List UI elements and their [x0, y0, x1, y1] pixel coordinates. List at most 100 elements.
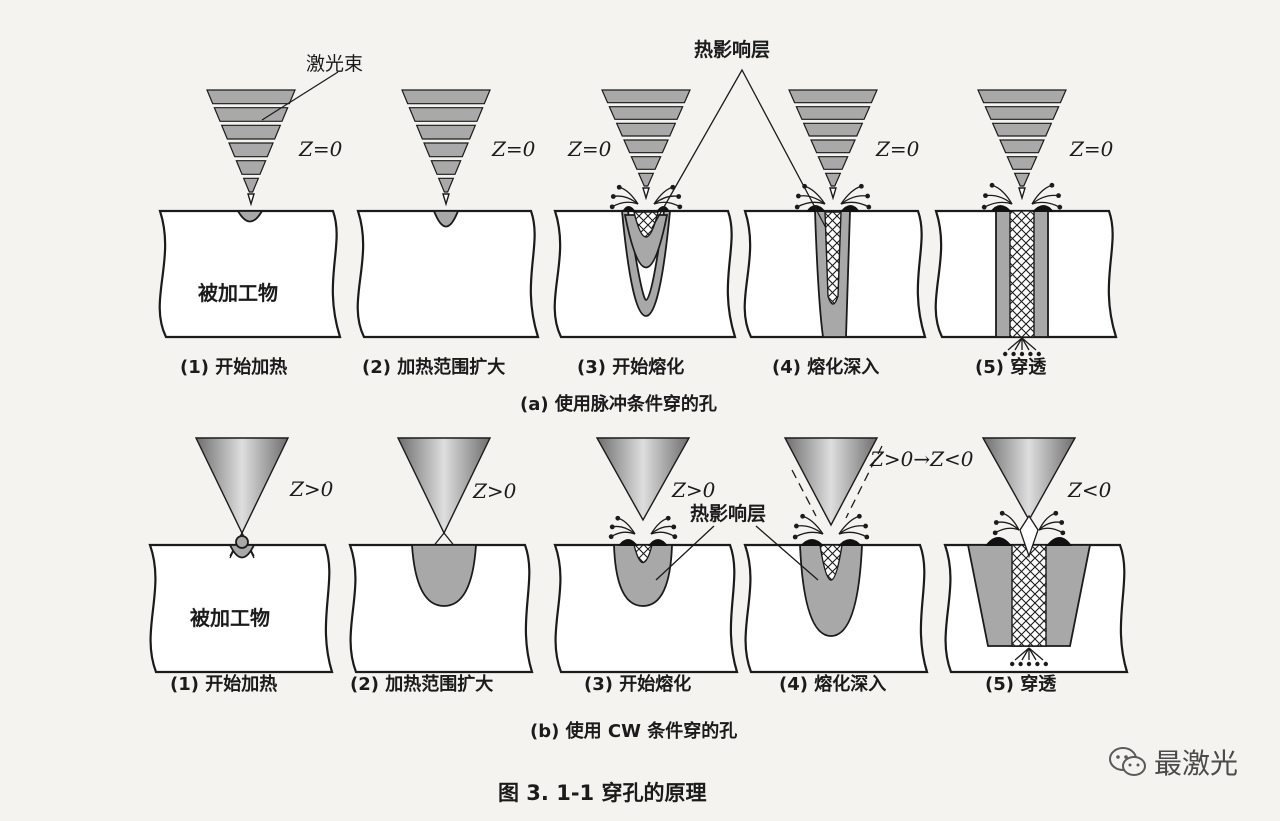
z-label-b3: Z>0: [671, 478, 716, 502]
melt-bead-b1: [235, 535, 249, 549]
pulse-beam-4: [788, 89, 878, 201]
workpiece-b3: [553, 543, 739, 674]
beam-stripe: [810, 139, 856, 154]
spatter-droplet: [858, 183, 864, 189]
spatter-droplet: [676, 194, 682, 199]
beam-stripe: [206, 89, 296, 105]
spatter-droplet: [610, 194, 616, 199]
beam-stripe: [615, 122, 677, 137]
spatter-droplet: [609, 524, 615, 530]
beam-stripe: [430, 160, 462, 175]
spatter-droplet: [671, 524, 677, 530]
beam-stripe: [437, 177, 455, 193]
pulse-beam-1: [206, 89, 296, 207]
spatter-ray: [1028, 647, 1037, 661]
cw-beam-b5: [981, 437, 1077, 522]
beam-tip: [247, 193, 255, 207]
heat-affected-a3-fill: [623, 214, 669, 269]
beam-stripe: [817, 156, 849, 170]
spatter-ray: [1038, 527, 1064, 534]
beam-stripe: [228, 142, 274, 158]
spatter-droplet: [1036, 351, 1042, 357]
spatter-ray: [1031, 201, 1061, 208]
beam-tip: [442, 193, 450, 207]
beam-leader-line: [261, 71, 339, 121]
melt-spot-a1: [236, 210, 264, 223]
molten-core-a5: [1009, 210, 1035, 338]
beam-stripe: [788, 89, 878, 104]
beam-stripe: [824, 172, 842, 187]
section-caption-a: (a) 使用脉冲条件穿的孔: [520, 393, 717, 415]
spatter-droplet: [1043, 661, 1049, 667]
z-label-a5: Z=0: [1069, 137, 1114, 161]
spatter-droplet: [1057, 204, 1063, 210]
beam-stripe: [802, 122, 864, 137]
beam-stripe: [630, 156, 662, 170]
spatter-droplet: [992, 530, 998, 536]
watermark: 最激光: [1108, 742, 1238, 782]
step-label-b3: (3) 开始熔化: [584, 673, 691, 695]
spatter-ray: [796, 201, 826, 208]
workpiece-a3: [553, 209, 737, 339]
beam-stripe: [1013, 172, 1031, 187]
z-label-a4: Z=0: [875, 137, 920, 161]
z-label-a1: Z=0: [298, 137, 343, 161]
step-label-a2: (2) 加热范围扩大: [362, 356, 505, 378]
spatter-droplet: [866, 204, 872, 210]
beam-stripe: [1006, 156, 1038, 170]
spatter-droplet: [1028, 351, 1033, 357]
spatter-ray: [838, 531, 868, 538]
spatter-droplet: [794, 204, 800, 210]
step-label-a3: (3) 开始熔化: [577, 356, 684, 378]
spatter-droplet: [1019, 351, 1025, 357]
spatter-ray: [611, 201, 639, 208]
workpiece-b1: [148, 543, 334, 674]
spatter-droplet: [999, 510, 1005, 516]
heat-affected-a3: [621, 210, 671, 317]
step-label-b5: (5) 穿透: [985, 673, 1057, 695]
beam-tip: [642, 187, 650, 201]
spatter-droplet: [863, 523, 869, 529]
spatter-droplet: [981, 204, 987, 210]
beam-label: 激光束: [306, 53, 363, 75]
spatter-rim-b4: [800, 539, 862, 546]
spatter-ray: [1014, 337, 1023, 351]
z-label-a2: Z=0: [491, 137, 536, 161]
spatter-rays-b5: [992, 510, 1066, 536]
step-label-b2: (2) 加热范围扩大: [350, 673, 493, 695]
melt-zone-b2: [411, 544, 477, 607]
spatter-ray: [983, 201, 1013, 208]
spatter-droplet: [1059, 520, 1065, 525]
figure-caption: 图 3. 1-1 穿孔的原理: [498, 781, 706, 805]
spatter-droplet: [665, 515, 671, 521]
spatter-ray: [650, 531, 676, 538]
pulse-beam-5: [977, 89, 1067, 201]
spatter-ray: [840, 201, 870, 208]
beam-stripe: [213, 107, 289, 122]
beam-stripe: [999, 139, 1045, 154]
spatter-droplet: [1011, 351, 1016, 357]
spatter-droplet: [1056, 193, 1061, 199]
step-label-b1: (1) 开始加热: [170, 673, 277, 695]
haz-leader-lines-bottom: [655, 525, 819, 581]
through-spatter-b5: [1010, 647, 1049, 667]
spatter-droplet: [989, 182, 995, 188]
workpiece-a2: [356, 209, 540, 339]
beam-stripe: [242, 177, 260, 193]
spatter-rays-a5: [981, 182, 1063, 210]
spatter-ray: [1028, 647, 1044, 661]
spatter-ray: [994, 527, 1020, 534]
spatter-ray: [1021, 337, 1037, 351]
beam-stripe: [401, 89, 491, 105]
z-label-b5: Z<0: [1067, 478, 1112, 502]
spatter-rim-b5: [985, 537, 1072, 546]
spatter-rays-a4: [794, 183, 872, 210]
melt-spot-a2: [432, 210, 460, 228]
spatter-rays-b3: [608, 515, 678, 540]
spatter-ray: [610, 531, 636, 538]
spatter-droplet: [993, 520, 999, 525]
chat-bubble-icon: [1108, 747, 1146, 776]
spatter-droplet: [615, 515, 621, 521]
spatter-rim-b3: [618, 539, 668, 546]
